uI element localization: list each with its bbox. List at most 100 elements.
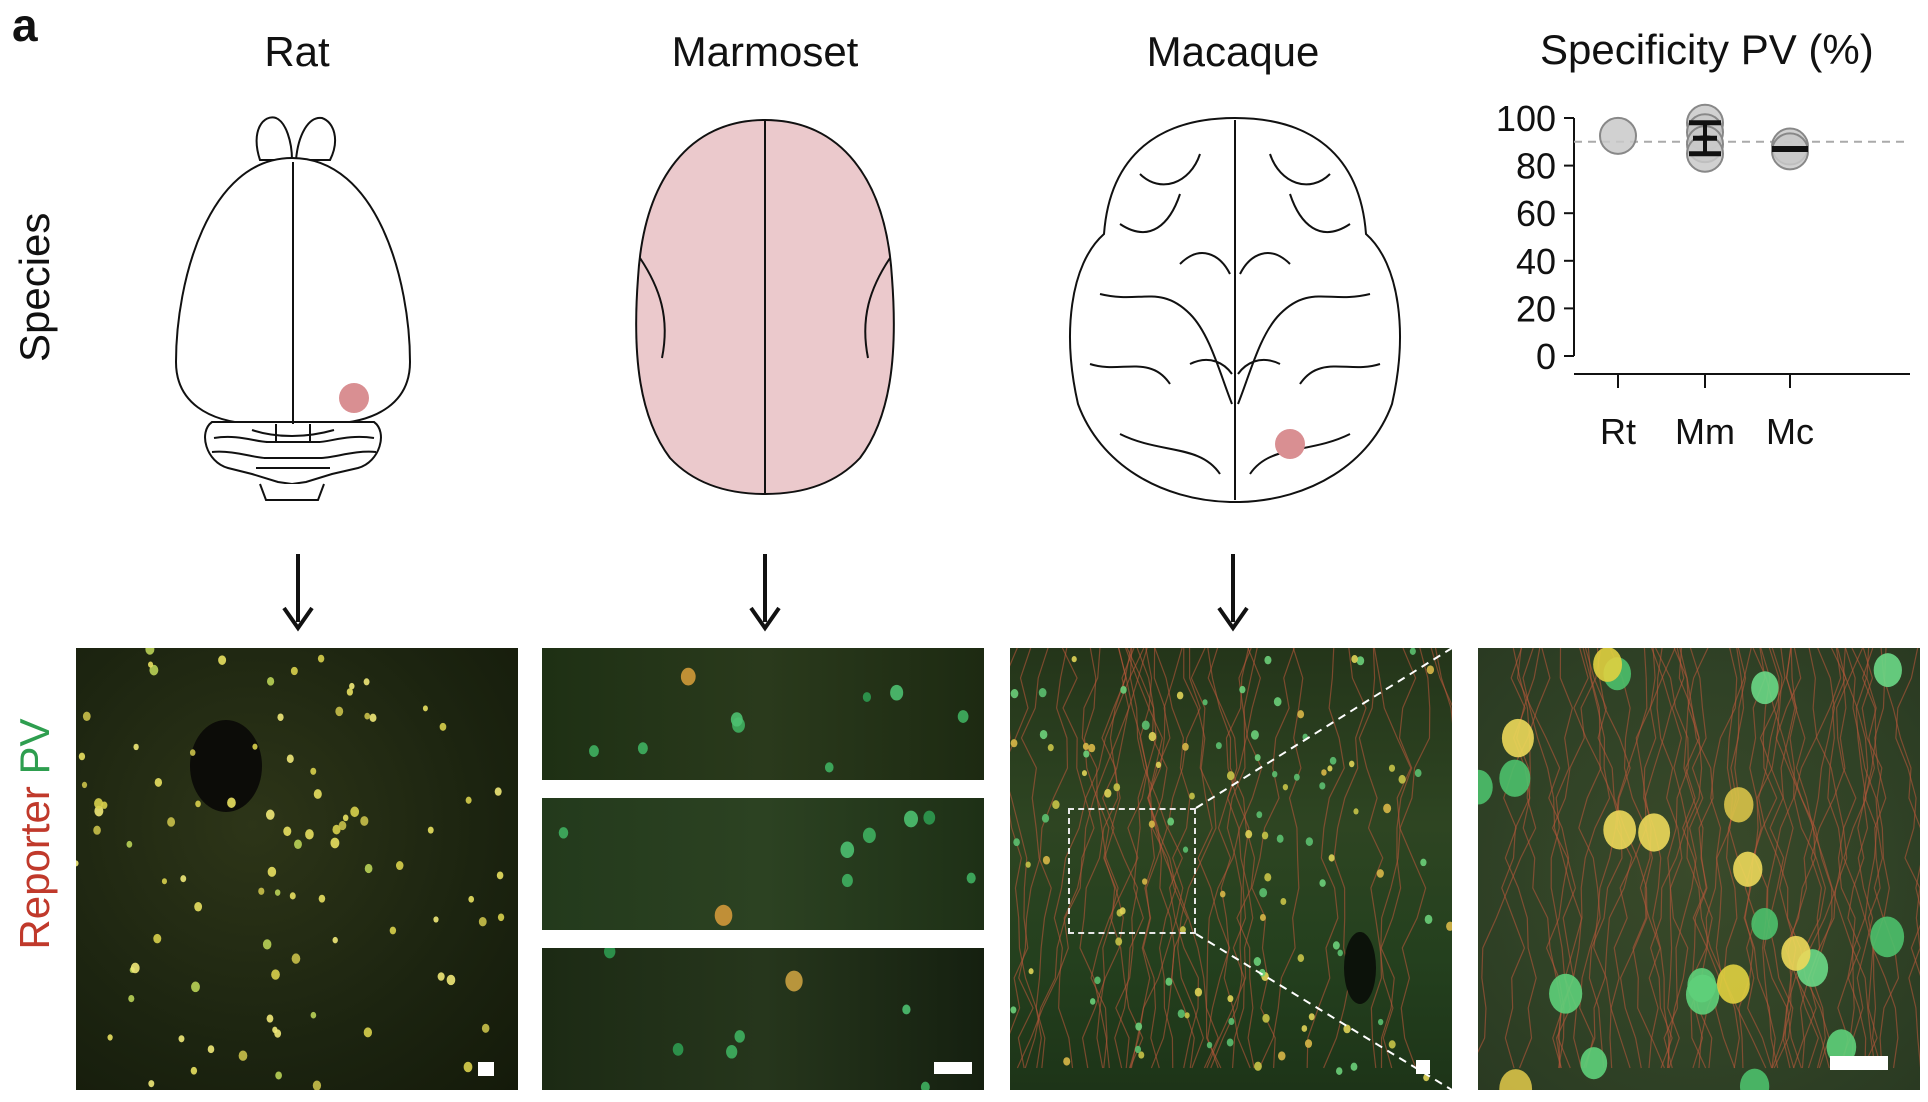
cell [1870,916,1905,958]
cell [1501,718,1534,758]
cell [1148,820,1155,828]
rat-brain-diagram [174,116,412,501]
cell [1264,655,1272,665]
micrograph-macaque-zoom [1478,648,1920,1090]
fiber [1656,648,1689,1069]
fiber [1016,648,1148,1069]
cell [1261,831,1269,840]
cell [1321,769,1327,776]
injection-site-macaque [1275,429,1305,459]
down-arrow-icon [282,554,314,632]
cell [1089,998,1096,1005]
fiber [1771,648,1797,1069]
cell [93,825,101,835]
fiber [1146,648,1195,1069]
title-rat: Rat [264,28,330,75]
fiber [1759,648,1791,1069]
cell [1052,800,1060,810]
fiber [1844,648,1899,1069]
cell [148,661,154,668]
cell [1398,774,1406,784]
cell [1351,655,1358,664]
cell [76,860,79,867]
x-tick-label: Mc [1766,411,1814,452]
cell [1028,968,1034,975]
cell [1593,648,1623,682]
cell [1239,685,1246,694]
cell [1280,898,1287,906]
cell [1376,869,1384,878]
cell [1182,846,1189,853]
cell [902,1004,911,1015]
cell [1142,878,1148,885]
cell [1426,665,1435,675]
cell [1388,764,1396,772]
fiber [1867,648,1887,1069]
cell [422,705,428,712]
zoom-inset-box [1068,808,1196,934]
panel-letter: a [12,0,38,51]
y-tick-label: 0 [1536,336,1556,377]
cell [481,1023,490,1033]
cell [637,742,648,755]
cell [920,1081,930,1090]
cell [154,777,163,787]
cell [558,827,569,839]
lesion [190,720,262,812]
cell [130,962,140,974]
cell [317,654,325,663]
cell [1301,1025,1308,1032]
cell [1148,731,1157,742]
fiber [1663,648,1707,1069]
cell [153,933,162,944]
fiber [1373,648,1427,1069]
fiber [1643,648,1670,1069]
cell [841,873,853,888]
fiber [1655,648,1689,1069]
cell [1038,687,1047,698]
fiber [1584,648,1648,1069]
cell [1120,686,1127,694]
cell [966,872,976,884]
cell [81,781,88,789]
cell [272,1026,278,1034]
cell [923,810,936,825]
fiber [1790,648,1876,1069]
cell [1781,935,1811,971]
micrograph-macaque [1010,648,1452,1090]
cell [439,722,447,731]
cell [1319,782,1326,790]
macaque-brain-diagram [1069,116,1401,503]
fiber [1835,648,1864,1069]
cell [1337,949,1343,957]
cell [1010,688,1019,699]
cell [1282,783,1289,791]
fiber [1766,648,1798,1069]
cell [1226,771,1235,781]
cell [167,817,176,827]
cell [1332,941,1340,950]
fiber [1758,648,1830,1069]
cell [258,887,265,895]
fiber [1306,648,1345,1069]
fiber [1129,648,1168,1069]
cell [494,787,502,796]
vessel [1344,932,1376,1004]
fiber [1081,648,1124,1069]
cell [342,814,349,822]
cell [330,837,340,849]
cell [1350,1062,1358,1071]
cell [1751,671,1779,705]
cell [446,974,456,986]
cell [1580,1047,1608,1080]
title-marmoset: Marmoset [671,28,859,75]
fiber [1114,648,1153,1069]
cell [1420,858,1427,867]
cell [310,1011,317,1019]
cell [346,688,353,696]
cell [195,800,201,808]
fiber [1177,648,1217,1069]
cell [1308,1013,1315,1021]
cell [310,767,317,775]
micrograph-marmoset-2 [542,798,984,930]
